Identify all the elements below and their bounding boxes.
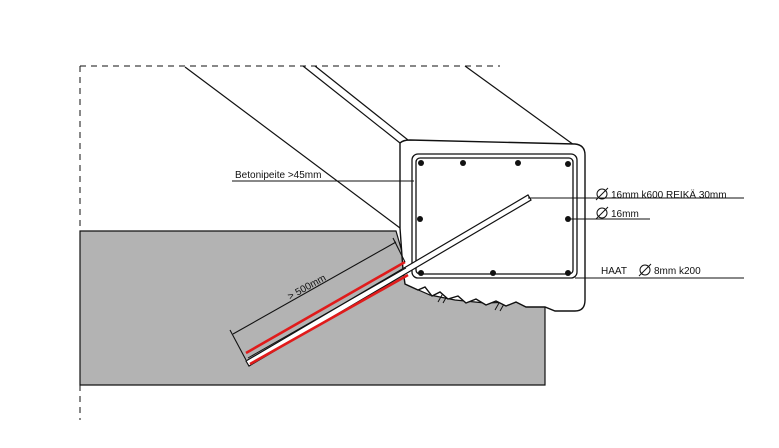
dowel-bar — [245, 194, 532, 367]
main-bar-label: 16mm — [611, 209, 639, 220]
stirrup-prefix-label: HAAT — [601, 266, 627, 277]
dowel-bar-label: 16mm k600 REIKÄ 30mm — [611, 189, 727, 201]
beam-section — [399, 139, 586, 312]
diameter-icon — [595, 206, 609, 220]
leader-lines — [232, 180, 744, 279]
beam-perspective-lines — [184, 65, 575, 229]
rebar-dots — [417, 160, 571, 276]
cover-label: Betonipeite >45mm — [235, 170, 321, 181]
diameter-icon — [638, 263, 652, 277]
anchor-dimension — [229, 237, 406, 361]
diameter-icon — [595, 187, 609, 201]
stirrup-label: 8mm k200 — [654, 266, 701, 277]
